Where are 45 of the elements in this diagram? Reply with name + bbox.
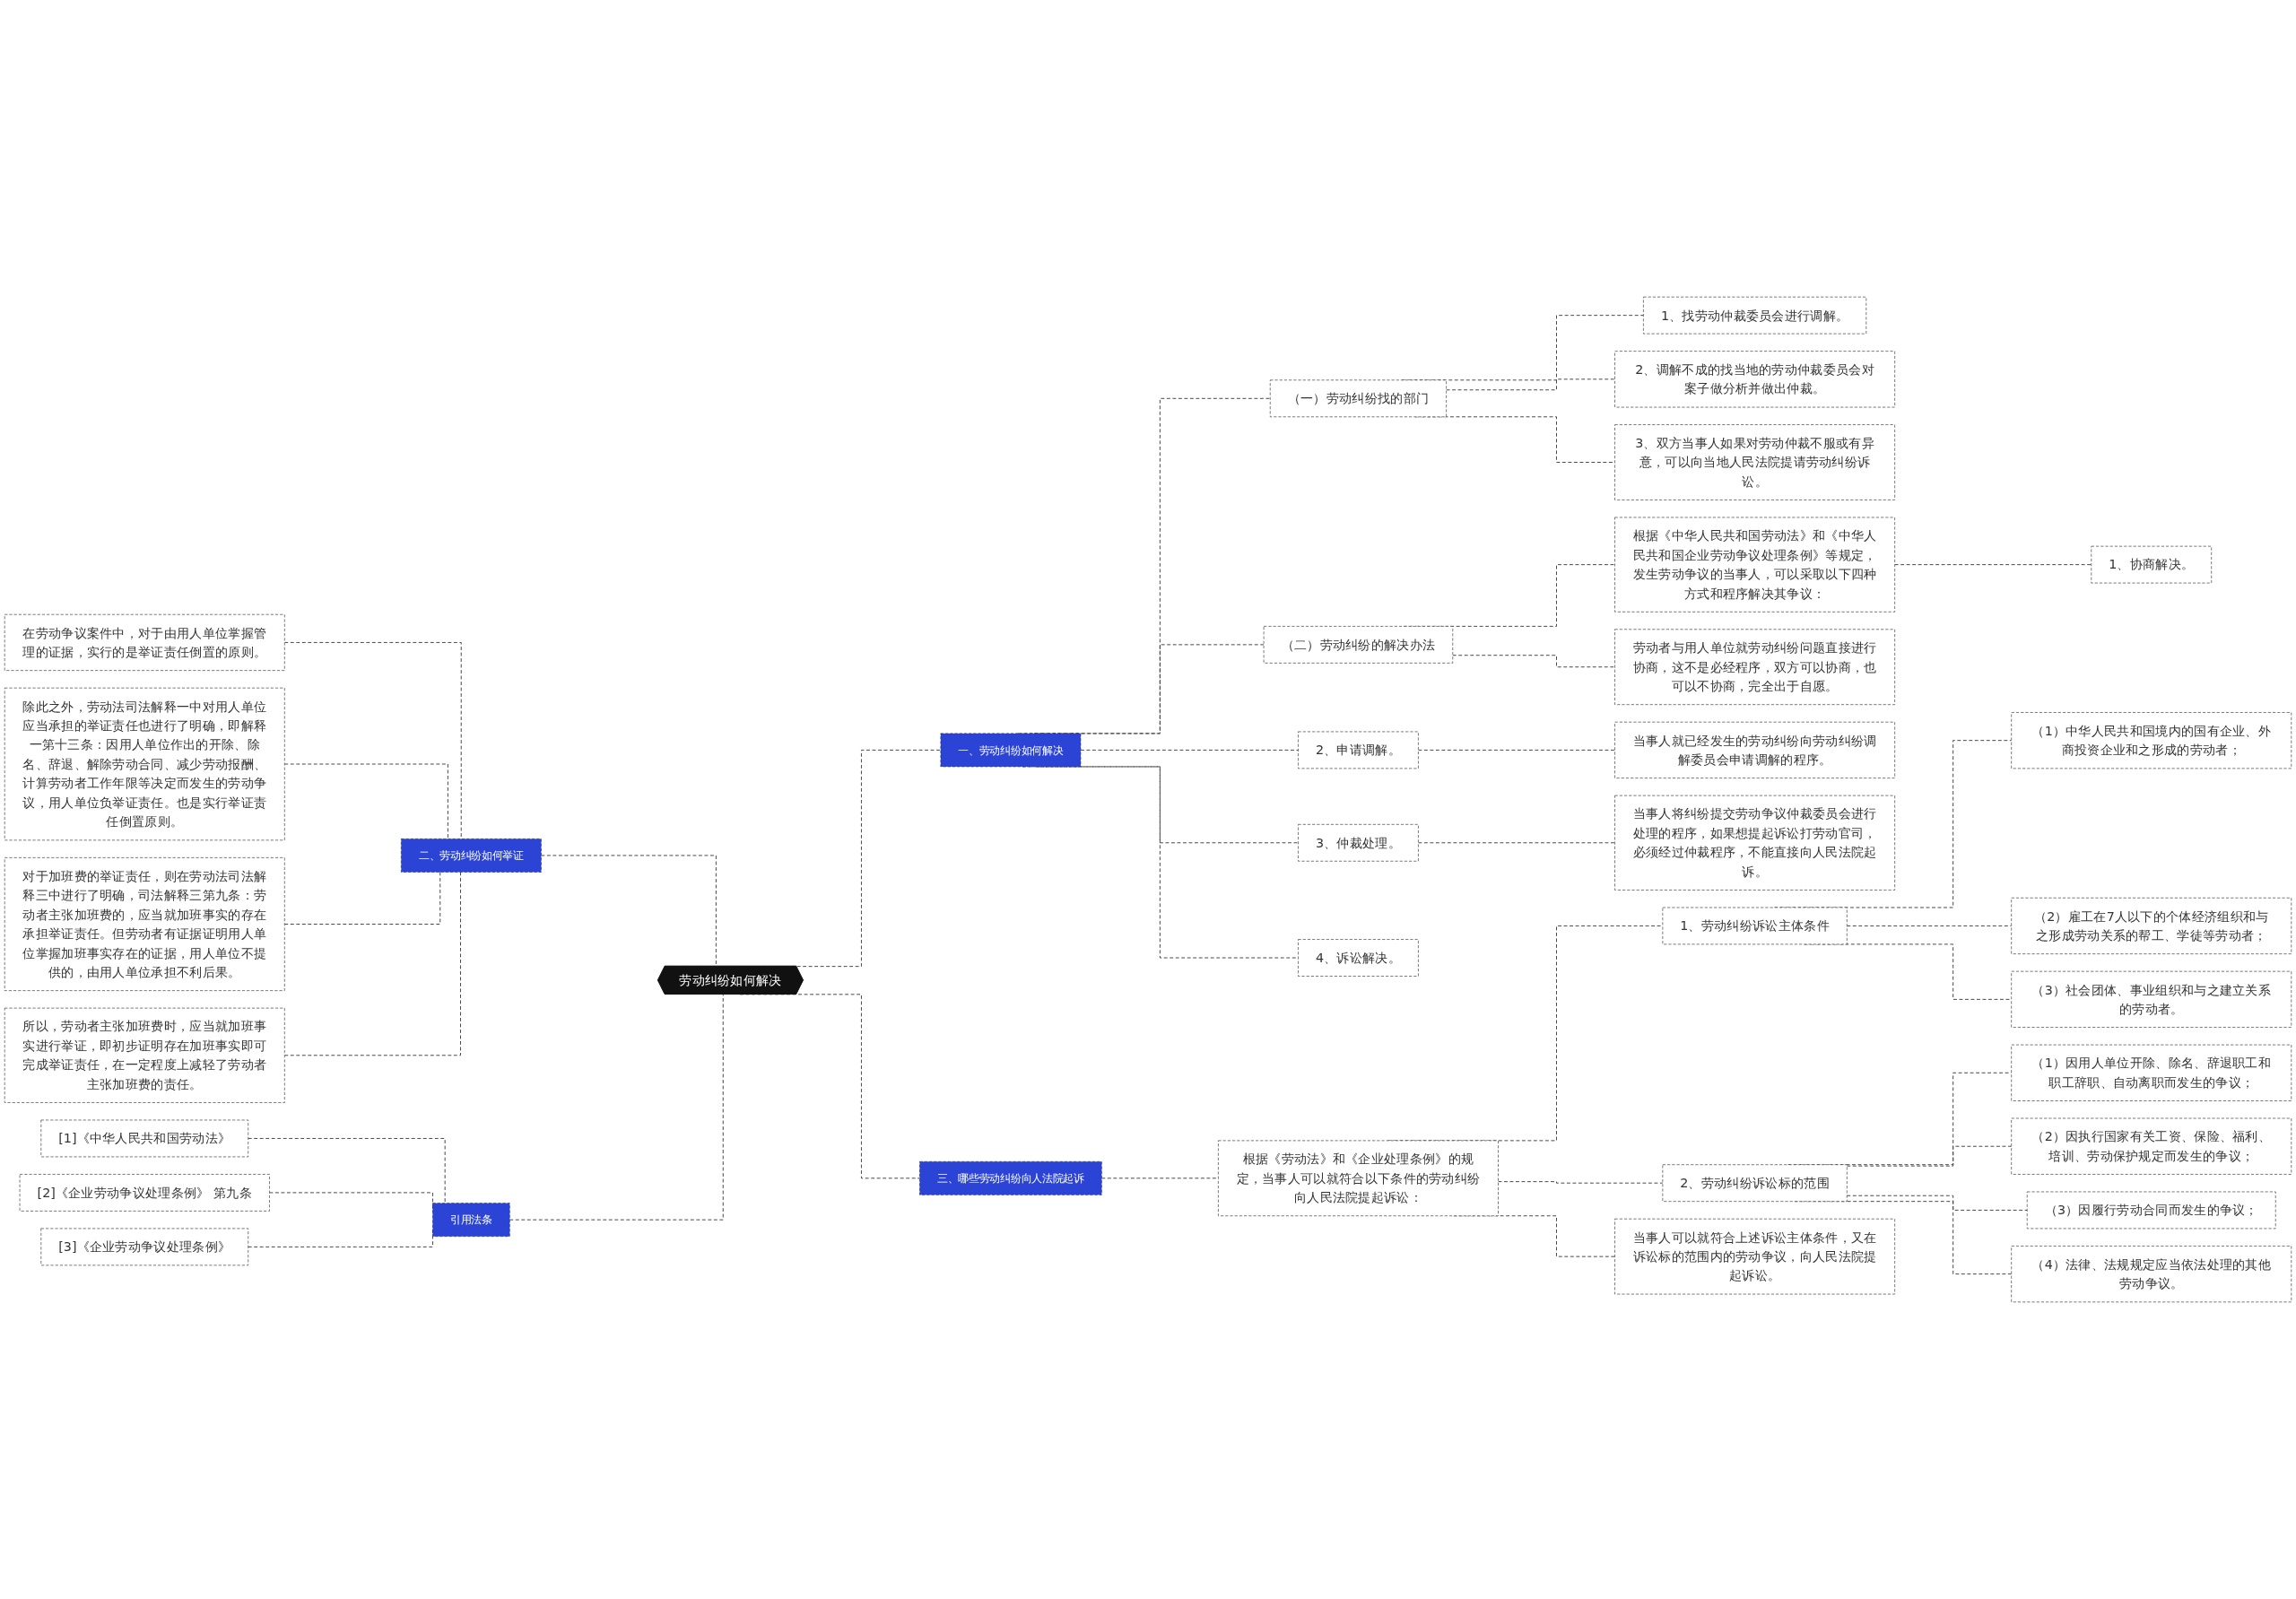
node-box: 4、诉讼解决。: [1298, 939, 1419, 977]
connector: [283, 641, 462, 839]
node-box: 根据《中华人民共和国劳动法》和《中华人民共和国企业劳动争议处理条例》等规定，发生劳动争议的当事人，可以采取以下四种方式和程序解决其争议：: [1614, 517, 1895, 613]
node-box: （二）劳动纠纷的解决办法: [1263, 626, 1454, 664]
node-box: [3]《企业劳动争议处理条例》: [40, 1228, 249, 1266]
connector: [1498, 1181, 1664, 1184]
node-box: 二、劳动纠纷如何举证: [401, 839, 542, 873]
node-box: （2）因执行国家有关工资、保险、福利、培训、劳动保护规定而发生的争议；: [2011, 1117, 2292, 1175]
connector: [248, 1137, 446, 1204]
connector: [1080, 749, 1299, 751]
node-box: 引用法条: [432, 1203, 510, 1237]
node-box: 在劳动争议案件中，对于由用人单位掌握管理的证据，实行的是举证责任倒置的原则。: [4, 613, 285, 671]
node-box: （一）劳动纠纷找的部门: [1269, 379, 1447, 418]
connector: [283, 871, 461, 1056]
connector: [1452, 655, 1615, 668]
node-box: 2、劳动纠纷诉讼标的范围: [1662, 1164, 1848, 1202]
node-box: 1、找劳动仲裁委员会进行调解。: [1643, 296, 1867, 335]
connector: [283, 763, 448, 839]
node-box: （1）中华人民共和国境内的国有企业、外商投资企业和之形成的劳动者；: [2011, 712, 2292, 769]
node-box: 除此之外，劳动法司法解释一中对用人单位应当承担的举证责任也进行了明确，即解释一第十三条：因用人单位作出的开除、除名、辞退、解除劳动合同、减少劳动报酬、计算劳动者工作年限等决定而发生的劳动争议，用人单位负举证责任。也是实行举证责任倒置原则。: [4, 687, 285, 841]
node-box: 1、协商解决。: [2091, 545, 2213, 584]
node-box: 所以，劳动者主张加班费时，应当就加班事实进行举证，即初步证明存在加班事实即可完成举证责任，在一定程度上减轻了劳动者主张加班费的责任。: [4, 1007, 285, 1103]
node-box: （3）因履行劳动合同而发生的争议；: [2026, 1191, 2276, 1230]
node-box: 劳动者与用人单位就劳动纠纷问题直接进行协商，这不是必经程序，双方可以协商，也可以不协商，完全出于自愿。: [1614, 629, 1895, 705]
node-box: 当事人就已经发生的劳动纠纷向劳动纠纷调解委员会申请调解的程序。: [1614, 721, 1895, 778]
connector: [1846, 1195, 2028, 1211]
node-box: （3）社会团体、事业组织和与之建立关系的劳动者。: [2011, 970, 2292, 1028]
node-box: 一、劳动纠纷如何解决: [940, 733, 1082, 768]
connector: [1846, 1145, 2013, 1167]
node-box: [1]《中华人民共和国劳动法》: [40, 1119, 249, 1158]
node-box: 3、仲裁处理。: [1298, 823, 1419, 862]
node-box: [2]《企业劳动争议处理条例》 第九条: [19, 1174, 270, 1212]
node-box: 当事人将纠纷提交劳动争议仲裁委员会进行处理的程序，如果想提起诉讼打劳动官司，必须经过仲裁程序，不能直接向人民法院起诉。: [1614, 795, 1895, 891]
node-box: 三、哪些劳动纠纷向人法院起诉: [919, 1160, 1102, 1195]
node-box: 2、调解不成的找当地的劳动仲裁委员会对案子做分析并做出仲裁。: [1614, 351, 1895, 408]
connector: [283, 871, 441, 925]
node-box: 2、申请调解。: [1298, 731, 1419, 769]
node-box: 根据《劳动法》和《企业处理条例》的规定，当事人可以就符合以下条件的劳动纠纷向人民法院提起诉讼：: [1218, 1140, 1499, 1217]
node-box: （2）雇工在7人以下的个体经济组织和与之形成劳动关系的帮工、学徒等劳动者；: [2011, 897, 2292, 954]
node-box: 对于加班费的举证责任，则在劳动法司法解释三中进行了明确，司法解释三第九条：劳动者主张加班费的，应当就加班事实的存在承担举证责任。但劳动者有证据证明用人单位掌握加班事实存在的证据，用人单位不提供的，由用人单位承担不利后果。: [4, 857, 285, 991]
node-box: （4）法律、法规规定应当依法处理的其他劳动争议。: [2011, 1246, 2292, 1303]
node-box: 当事人可以就符合上述诉讼主体条件，又在诉讼标的范围内的劳动争议，向人民法院提起诉讼。: [1614, 1218, 1895, 1295]
node-box: 3、双方当事人如果对劳动仲裁不服或有异意，可以向当地人民法院提请劳动纠纷诉讼。: [1614, 424, 1895, 500]
node-box: 1、劳动纠纷诉讼主体条件: [1662, 907, 1848, 945]
node-box: （1）因用人单位开除、除名、辞退职工和职工辞职、自动离职而发生的争议；: [2011, 1044, 2292, 1101]
